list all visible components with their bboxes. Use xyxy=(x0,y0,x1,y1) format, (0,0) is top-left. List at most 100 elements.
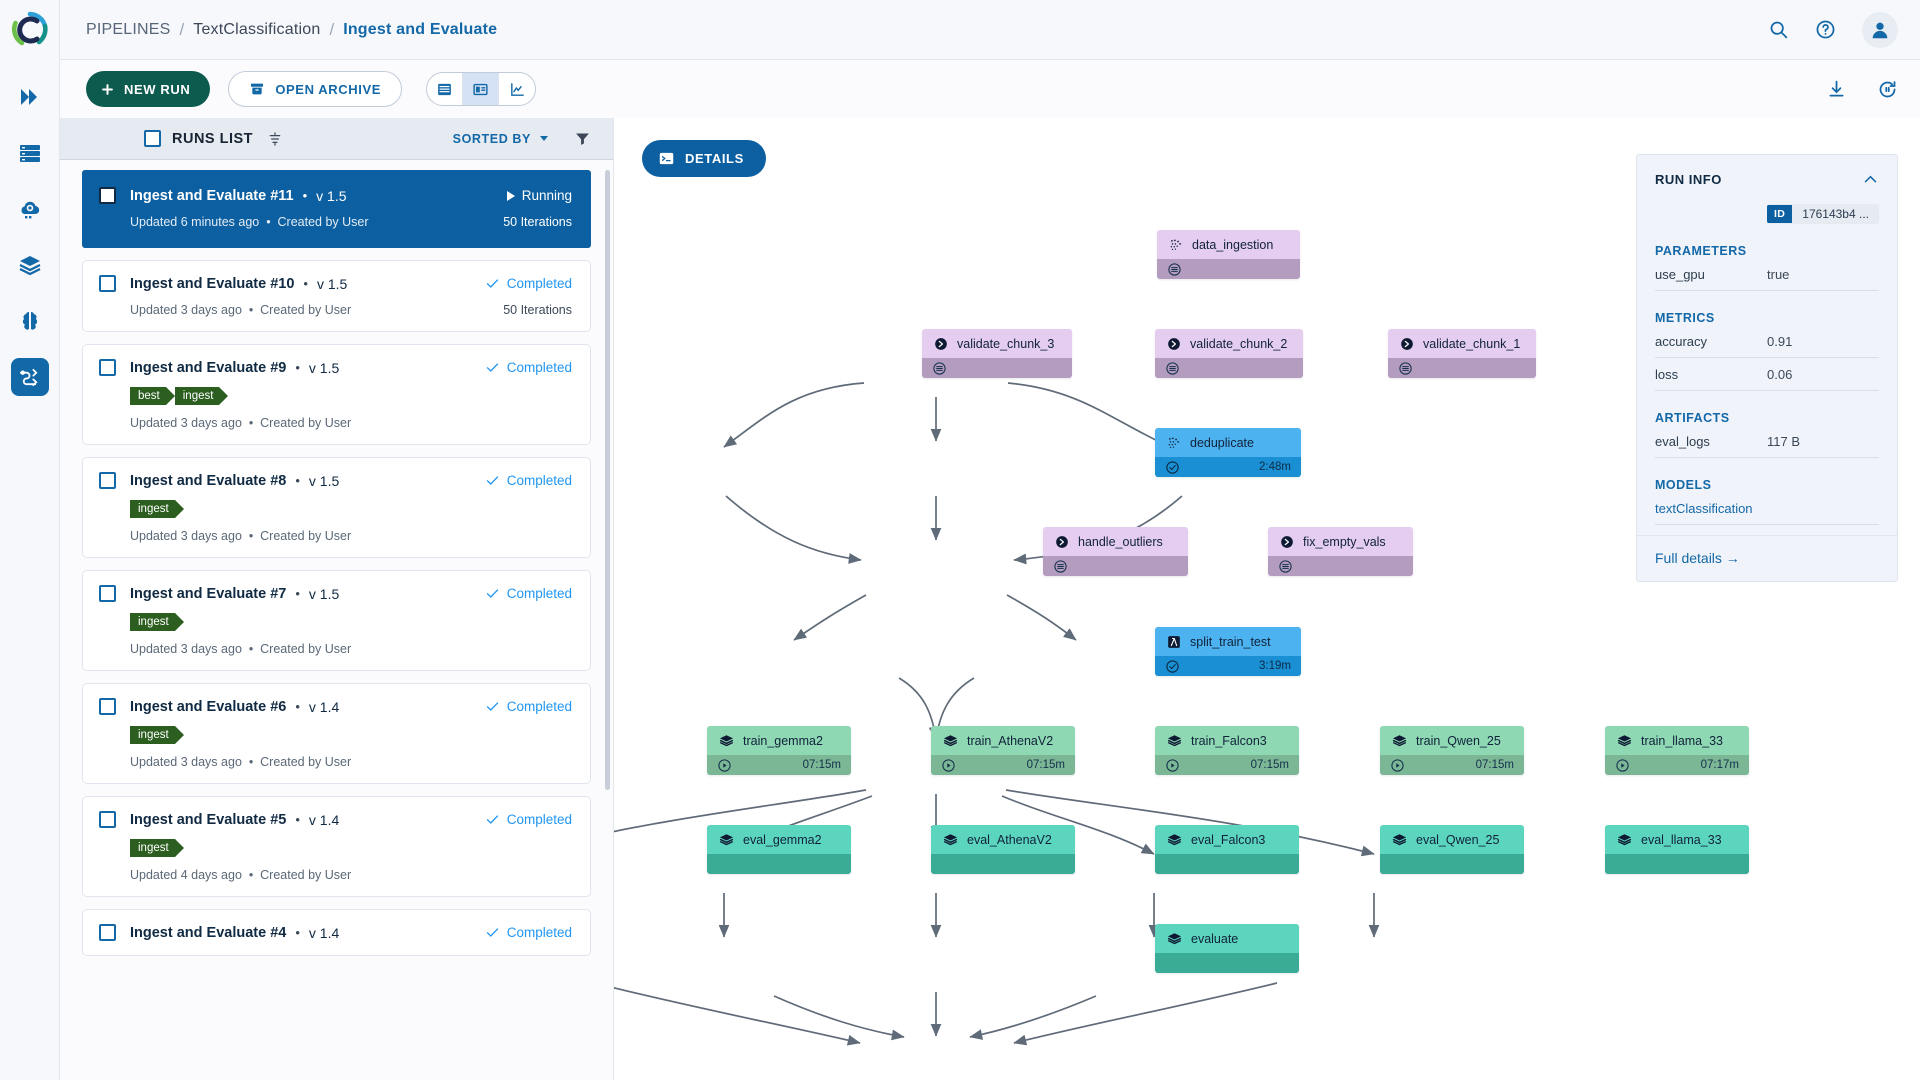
scrollbar-thumb[interactable] xyxy=(605,170,610,790)
run-meta-row: Updated 3 days ago • Created by User xyxy=(130,529,572,543)
run-id-chip[interactable]: ID 176143b4 ... xyxy=(1766,204,1879,224)
sort-settings-icon[interactable] xyxy=(267,131,283,147)
dag-node-label: train_gemma2 xyxy=(743,733,823,748)
dag-node-footer: 07:15m xyxy=(1155,755,1299,775)
open-archive-label: OPEN ARCHIVE xyxy=(275,81,381,97)
run-tag[interactable]: ingest xyxy=(130,500,184,518)
panel-view-icon[interactable] xyxy=(463,73,499,105)
run-tag[interactable]: ingest xyxy=(130,839,184,857)
run-info-value: true xyxy=(1767,267,1790,282)
select-all-checkbox[interactable] xyxy=(144,130,161,147)
datasets-icon[interactable] xyxy=(11,134,49,172)
dag-node[interactable]: eval_Qwen_25 xyxy=(1380,825,1524,874)
run-checkbox[interactable] xyxy=(99,585,116,602)
dag-node[interactable]: data_ingestion xyxy=(1157,230,1300,279)
dag-canvas[interactable]: data_ingestion validate_chunk_3 validate_c… xyxy=(614,118,1920,1080)
run-status-badge: Completed xyxy=(485,586,572,601)
download-icon[interactable] xyxy=(1826,79,1847,100)
new-run-label: NEW RUN xyxy=(124,81,191,97)
dag-node-header: validate_chunk_3 xyxy=(922,329,1072,358)
dag-node-footer xyxy=(1268,556,1413,576)
new-run-button[interactable]: NEW RUN xyxy=(86,71,211,107)
pipelines-icon[interactable] xyxy=(10,358,49,396)
compute-icon[interactable] xyxy=(11,190,49,228)
breadcrumb-current[interactable]: Ingest and Evaluate xyxy=(343,20,498,38)
dag-node[interactable]: eval_Falcon3 xyxy=(1155,825,1299,874)
chevron-up-icon[interactable] xyxy=(1862,171,1879,188)
app-logo[interactable] xyxy=(0,0,60,60)
run-info-section-title: MODELS xyxy=(1655,478,1712,492)
run-checkbox[interactable] xyxy=(99,698,116,715)
run-version: v 1.4 xyxy=(308,924,340,941)
dag-node-footer xyxy=(1155,953,1299,973)
dag-node[interactable]: validate_chunk_1 xyxy=(1388,329,1536,378)
run-checkbox[interactable] xyxy=(99,187,116,204)
chart-view-icon[interactable] xyxy=(499,73,535,105)
dag-node-header: handle_outliers xyxy=(1043,527,1188,556)
dag-node[interactable]: validate_chunk_2 xyxy=(1155,329,1303,378)
run-checkbox[interactable] xyxy=(99,275,116,292)
runs-list-scrollbar[interactable] xyxy=(605,170,610,830)
run-tags: ingest xyxy=(130,726,572,744)
archive-icon xyxy=(251,83,264,95)
run-tag[interactable]: ingest xyxy=(130,613,184,631)
run-info-row[interactable]: textClassification xyxy=(1655,492,1879,525)
run-info-key: eval_logs xyxy=(1655,434,1710,449)
check-icon xyxy=(485,699,500,714)
run-checkbox[interactable] xyxy=(99,811,116,828)
breadcrumb-textclassification[interactable]: TextClassification xyxy=(193,20,321,38)
layers-icon[interactable] xyxy=(11,246,49,284)
funnel-icon[interactable] xyxy=(574,130,591,147)
dag-node[interactable]: eval_gemma2 xyxy=(707,825,851,874)
quick-start-icon[interactable] xyxy=(11,78,49,116)
run-tag[interactable]: best xyxy=(130,387,175,405)
run-name: Ingest and Evaluate #9 xyxy=(130,359,287,376)
dag-node[interactable]: eval_llama_33 xyxy=(1605,825,1749,874)
open-archive-button[interactable]: OPEN ARCHIVE xyxy=(228,71,402,107)
refresh-icon[interactable] xyxy=(1877,79,1898,100)
dag-node-header: train_gemma2 xyxy=(707,726,851,755)
sorted-by-dropdown[interactable]: SORTED BY xyxy=(453,132,548,146)
table-view-icon[interactable] xyxy=(427,73,463,105)
breadcrumb: PIPELINES / TextClassification / Ingest … xyxy=(86,20,497,40)
dag-node[interactable]: validate_chunk_3 xyxy=(922,329,1072,378)
dag-node[interactable]: fix_empty_vals xyxy=(1268,527,1413,576)
run-checkbox[interactable] xyxy=(99,472,116,489)
user-avatar[interactable] xyxy=(1862,11,1898,48)
run-checkbox[interactable] xyxy=(99,359,116,376)
dag-node-footer xyxy=(1157,259,1300,279)
dag-node[interactable]: handle_outliers xyxy=(1043,527,1188,576)
run-tag[interactable]: ingest xyxy=(130,726,184,744)
model-icon xyxy=(719,832,734,847)
details-button[interactable]: DETAILS xyxy=(642,140,766,177)
search-icon[interactable] xyxy=(1768,19,1789,40)
dag-node[interactable]: eval_AthenaV2 xyxy=(931,825,1075,874)
dag-node-header: validate_chunk_1 xyxy=(1388,329,1536,358)
run-tag[interactable]: ingest xyxy=(174,387,229,405)
models-icon[interactable] xyxy=(11,302,49,340)
dag-node[interactable]: evaluate xyxy=(1155,924,1299,973)
full-details-link[interactable]: Full details → xyxy=(1655,550,1740,566)
run-checkbox[interactable] xyxy=(99,924,116,941)
help-icon[interactable] xyxy=(1815,19,1836,40)
breadcrumb-pipelines[interactable]: PIPELINES xyxy=(86,20,171,38)
